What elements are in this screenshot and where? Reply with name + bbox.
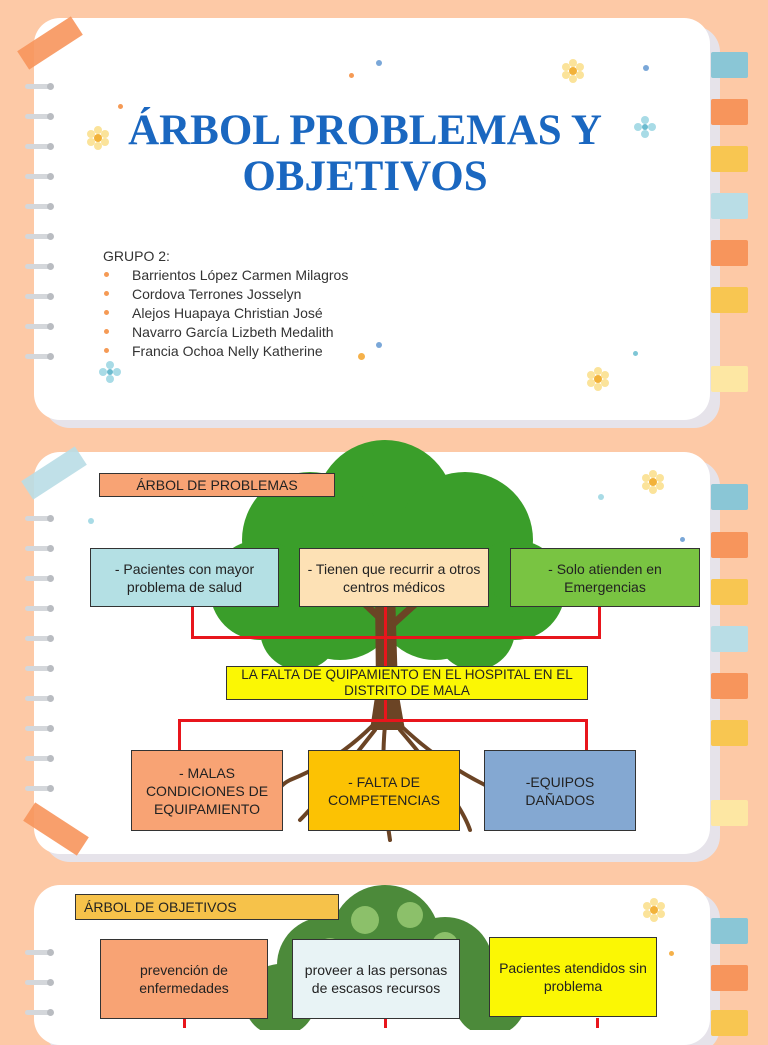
binder-ring <box>25 143 54 150</box>
objective-box: Pacientes atendidos sin problema <box>489 937 657 1017</box>
flower-icon <box>642 470 664 494</box>
binder-ring <box>25 635 54 642</box>
side-tab <box>711 366 748 392</box>
side-tab <box>711 484 748 510</box>
cause-box: -EQUIPOS DAÑADOS <box>484 750 636 831</box>
member-item: Navarro García Lizbeth Medalith <box>103 323 348 342</box>
connector-line <box>178 719 181 751</box>
side-tab <box>711 146 748 172</box>
connector-line <box>384 699 387 722</box>
flower-icon <box>587 367 609 391</box>
objective-box: prevención de enfermedades <box>100 939 268 1019</box>
connector-line <box>384 1018 387 1028</box>
connector-line <box>596 1018 599 1028</box>
confetti-dot <box>358 353 365 360</box>
side-tab <box>711 532 748 558</box>
side-tab <box>711 800 748 826</box>
side-tab <box>711 52 748 78</box>
binder-ring <box>25 233 54 240</box>
connector-line <box>191 636 601 639</box>
central-problem-box: LA FALTA DE QUIPAMIENTO EN EL HOSPITAL E… <box>226 666 588 700</box>
binder-ring <box>25 695 54 702</box>
binder-ring <box>25 203 54 210</box>
side-tab <box>711 99 748 125</box>
binder-ring <box>25 293 54 300</box>
effect-box: - Pacientes con mayor problema de salud <box>90 548 279 607</box>
side-tab <box>711 673 748 699</box>
binder-ring <box>25 755 54 762</box>
binder-ring <box>25 173 54 180</box>
side-tab <box>711 193 748 219</box>
binder-ring <box>25 323 54 330</box>
side-tab <box>711 240 748 266</box>
objective-box: proveer a las personas de escasos recurs… <box>292 939 460 1019</box>
side-tab <box>711 1010 748 1036</box>
connector-line <box>178 719 588 722</box>
binder-ring <box>25 545 54 552</box>
section-header: ÁRBOL DE PROBLEMAS <box>99 473 335 497</box>
binder-ring <box>25 575 54 582</box>
group-title: GRUPO 2: <box>103 248 170 264</box>
member-item: Barrientos López Carmen Milagros <box>103 266 348 285</box>
binder-ring <box>25 785 54 792</box>
confetti-dot <box>680 537 685 542</box>
connector-line <box>384 636 387 667</box>
flower-icon <box>87 126 109 150</box>
cause-box: - FALTA DE COMPETENCIAS <box>308 750 460 831</box>
member-item: Francia Ochoa Nelly Katherine <box>103 342 348 361</box>
connector-line <box>191 606 194 639</box>
flower-icon <box>562 59 584 83</box>
section-header: ÁRBOL DE OBJETIVOS <box>75 894 339 920</box>
binder-ring <box>25 979 54 986</box>
connector-line <box>585 719 588 751</box>
member-item: Cordova Terrones Josselyn <box>103 285 348 304</box>
binder-ring <box>25 515 54 522</box>
binder-ring <box>25 1009 54 1016</box>
connector-line <box>183 1018 186 1028</box>
binder-ring <box>25 725 54 732</box>
side-tab <box>711 918 748 944</box>
page-title: ÁRBOL PROBLEMAS Y OBJETIVOS <box>100 108 630 200</box>
binder-ring <box>25 353 54 360</box>
effect-box: - Tienen que recurrir a otros centros mé… <box>299 548 489 607</box>
confetti-dot <box>88 518 94 524</box>
confetti-dot <box>376 342 382 348</box>
effect-box: - Solo atienden en Emergencias <box>510 548 700 607</box>
side-tab <box>711 626 748 652</box>
confetti-dot <box>633 351 638 356</box>
binder-ring <box>25 263 54 270</box>
confetti-dot <box>118 104 123 109</box>
member-item: Alejos Huapaya Christian José <box>103 304 348 323</box>
side-tab <box>711 965 748 991</box>
binder-ring <box>25 665 54 672</box>
binder-ring <box>25 83 54 90</box>
confetti-dot <box>643 65 649 71</box>
title-line-2: OBJETIVOS <box>242 153 488 200</box>
binder-ring <box>25 949 54 956</box>
binder-ring <box>25 113 54 120</box>
side-tab <box>711 720 748 746</box>
confetti-dot <box>349 73 354 78</box>
title-line-1: ÁRBOL PROBLEMAS Y <box>128 107 602 154</box>
connector-line <box>598 606 601 639</box>
confetti-dot <box>669 951 674 956</box>
binder-ring <box>25 605 54 612</box>
flower-icon <box>634 116 656 138</box>
side-tab <box>711 287 748 313</box>
cause-box: - MALAS CONDICIONES DE EQUIPAMIENTO <box>131 750 283 831</box>
slide-title-card <box>34 18 710 420</box>
confetti-dot <box>598 494 604 500</box>
connector-line <box>384 606 387 639</box>
side-tab <box>711 579 748 605</box>
flower-icon <box>99 361 121 383</box>
members-list: Barrientos López Carmen Milagros Cordova… <box>103 266 348 361</box>
flower-icon <box>643 898 665 922</box>
confetti-dot <box>376 60 382 66</box>
